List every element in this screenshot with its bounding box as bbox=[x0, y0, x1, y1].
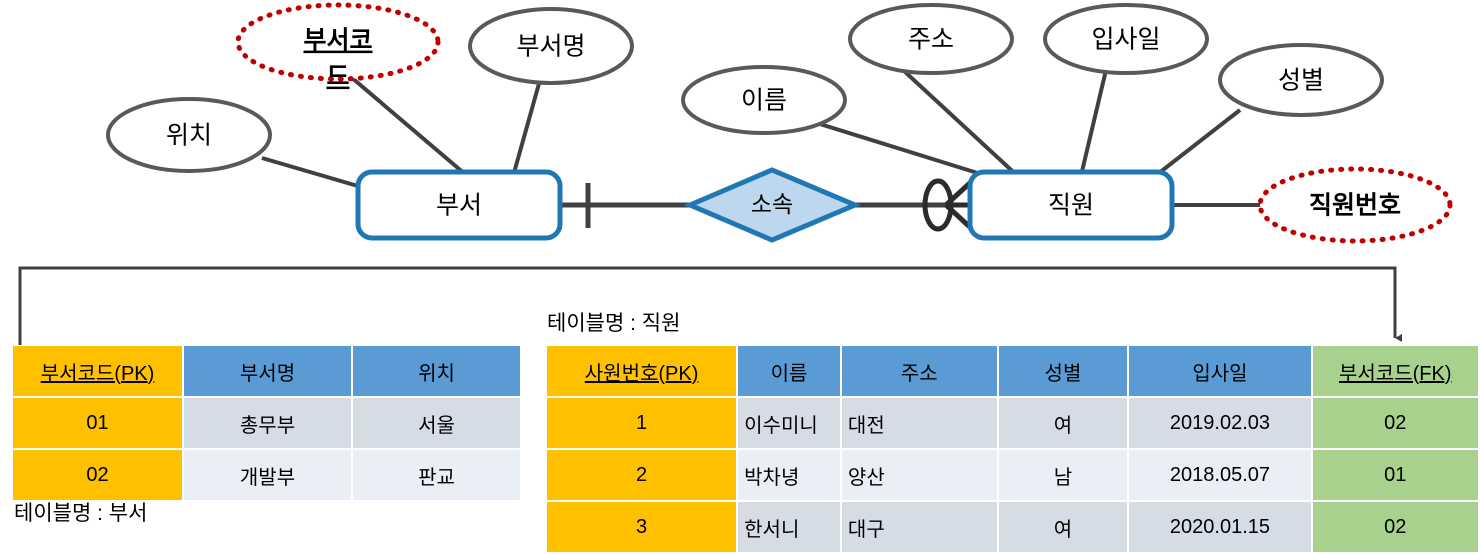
attribute-loc-ellipse[interactable] bbox=[106, 97, 272, 173]
relationship-label: 소속 bbox=[751, 191, 793, 217]
emp-cell-gender: 여 bbox=[998, 398, 1128, 448]
attribute-hiredate-ellipse[interactable] bbox=[1043, 3, 1209, 75]
emp-cell-empno: 1 bbox=[547, 398, 737, 448]
entity-emp[interactable]: 직원 bbox=[967, 169, 1175, 241]
attribute-gender[interactable]: 성별 bbox=[1218, 43, 1384, 117]
emp-cell-deptcode-fk: 02 bbox=[1312, 502, 1478, 552]
table-row: 01 총무부 서울 bbox=[13, 398, 520, 448]
attribute-deptcode-label-line1: 부서코 bbox=[303, 27, 372, 55]
dept-cell-deptcode: 02 bbox=[13, 450, 182, 500]
attribute-deptname-label: 부서명 bbox=[516, 33, 585, 61]
entity-dept-box[interactable] bbox=[355, 169, 563, 241]
connector-deptname-dept bbox=[510, 79, 542, 181]
dept-col-header-loc[interactable]: 위치 bbox=[353, 346, 520, 396]
attribute-loc[interactable]: 위치 bbox=[106, 97, 272, 173]
attribute-name[interactable]: 이름 bbox=[681, 65, 847, 135]
entity-dept-label: 부서 bbox=[436, 192, 482, 220]
dept-cell-deptname: 개발부 bbox=[184, 450, 351, 500]
table-row: 1 이수미니 대전 여 2019.02.03 02 bbox=[547, 398, 1478, 448]
attribute-connectors bbox=[261, 64, 1262, 207]
attribute-name-label: 이름 bbox=[741, 87, 787, 115]
attribute-hiredate[interactable]: 입사일 bbox=[1043, 3, 1209, 75]
emp-col-header-empno[interactable]: 사원번호(PK) bbox=[547, 346, 737, 396]
emp-col-header-name[interactable]: 이름 bbox=[738, 346, 840, 396]
attribute-loc-label: 위치 bbox=[166, 122, 212, 150]
attribute-name-ellipse[interactable] bbox=[681, 65, 847, 135]
emp-table-caption: 테이블명 : 직원 bbox=[547, 312, 681, 335]
attribute-deptcode-ellipse[interactable] bbox=[235, 2, 441, 82]
dept-cell-deptname: 총무부 bbox=[184, 398, 351, 448]
connector-deptcode-dept bbox=[336, 64, 474, 182]
attribute-empno-key[interactable]: 직원번호 bbox=[1257, 166, 1453, 244]
emp-cell-name: 한서니 bbox=[738, 502, 840, 552]
entity-emp-box[interactable] bbox=[967, 169, 1175, 241]
attribute-hiredate-label: 입사일 bbox=[1091, 26, 1160, 54]
emp-cell-hiredate: 2019.02.03 bbox=[1129, 398, 1311, 448]
attribute-empno-ellipse[interactable] bbox=[1257, 166, 1453, 244]
emp-cell-name: 박차녕 bbox=[738, 450, 840, 500]
emp-cell-empno: 3 bbox=[547, 502, 737, 552]
attribute-deptname[interactable]: 부서명 bbox=[468, 7, 634, 85]
dept-table: 부서코드(PK) 부서명 위치 01 총무부 서울 02 개발부 판교 bbox=[11, 344, 522, 502]
connector-name-emp bbox=[819, 122, 1001, 182]
dept-table-caption: 테이블명 : 부서 bbox=[14, 502, 148, 525]
emp-cell-addr: 대구 bbox=[841, 502, 997, 552]
emp-cell-deptcode-fk: 01 bbox=[1312, 450, 1478, 500]
emp-col-header-hiredate[interactable]: 입사일 bbox=[1129, 346, 1311, 396]
connector-addr-emp bbox=[901, 68, 1024, 182]
attribute-addr-label: 주소 bbox=[908, 26, 954, 54]
dept-table-header-row: 부서코드(PK) 부서명 위치 bbox=[13, 346, 520, 396]
emp-cell-deptcode-fk: 02 bbox=[1312, 398, 1478, 448]
attribute-addr[interactable]: 주소 bbox=[848, 3, 1014, 75]
emp-cell-gender: 여 bbox=[998, 502, 1128, 552]
fk-relationship-connector bbox=[18, 266, 1402, 345]
attribute-empno-label: 직원번호 bbox=[1309, 192, 1401, 220]
entity-emp-label: 직원 bbox=[1048, 192, 1094, 220]
emp-col-header-addr[interactable]: 주소 bbox=[841, 346, 997, 396]
table-row: 2 박차녕 양산 남 2018.05.07 01 bbox=[547, 450, 1478, 500]
fk-bracket-path bbox=[18, 266, 1402, 345]
emp-cell-gender: 남 bbox=[998, 450, 1128, 500]
emp-table: 사원번호(PK) 이름 주소 성별 입사일 부서코드(FK) 1 이수미니 대전… bbox=[545, 344, 1480, 554]
attribute-deptname-ellipse[interactable] bbox=[468, 7, 634, 85]
attribute-deptcode-label-line2: 드 bbox=[326, 63, 349, 91]
attribute-addr-ellipse[interactable] bbox=[848, 3, 1014, 75]
emp-cell-name: 이수미니 bbox=[738, 398, 840, 448]
emp-cell-addr: 대전 bbox=[841, 398, 997, 448]
connector-gender-emp bbox=[1148, 108, 1242, 182]
dept-cell-deptcode: 01 bbox=[13, 398, 182, 448]
dept-col-header-deptcode[interactable]: 부서코드(PK) bbox=[13, 346, 182, 396]
dept-col-header-deptname[interactable]: 부서명 bbox=[184, 346, 351, 396]
emp-col-header-gender[interactable]: 성별 bbox=[998, 346, 1128, 396]
emp-cell-hiredate: 2018.05.07 bbox=[1129, 450, 1311, 500]
relationship-diamond[interactable] bbox=[683, 167, 862, 243]
table-row: 3 한서니 대구 여 2020.01.15 02 bbox=[547, 502, 1478, 552]
emp-cell-hiredate: 2020.01.15 bbox=[1129, 502, 1311, 552]
connector-hiredate-emp bbox=[1078, 69, 1108, 181]
attribute-gender-label: 성별 bbox=[1278, 67, 1324, 95]
dept-cell-loc: 판교 bbox=[353, 450, 520, 500]
entity-dept[interactable]: 부서 bbox=[355, 169, 563, 241]
emp-table-header-row: 사원번호(PK) 이름 주소 성별 입사일 부서코드(FK) bbox=[547, 346, 1478, 396]
relationship-belongs-to[interactable]: 소속 bbox=[683, 167, 862, 243]
attribute-gender-ellipse[interactable] bbox=[1218, 43, 1384, 117]
emp-cell-empno: 2 bbox=[547, 450, 737, 500]
table-row: 02 개발부 판교 bbox=[13, 450, 520, 500]
emp-cell-addr: 양산 bbox=[841, 450, 997, 500]
emp-col-header-deptcode-fk[interactable]: 부서코드(FK) bbox=[1312, 346, 1478, 396]
dept-cell-loc: 서울 bbox=[353, 398, 520, 448]
attribute-deptcode-key[interactable]: 부서코 드 bbox=[235, 2, 441, 91]
